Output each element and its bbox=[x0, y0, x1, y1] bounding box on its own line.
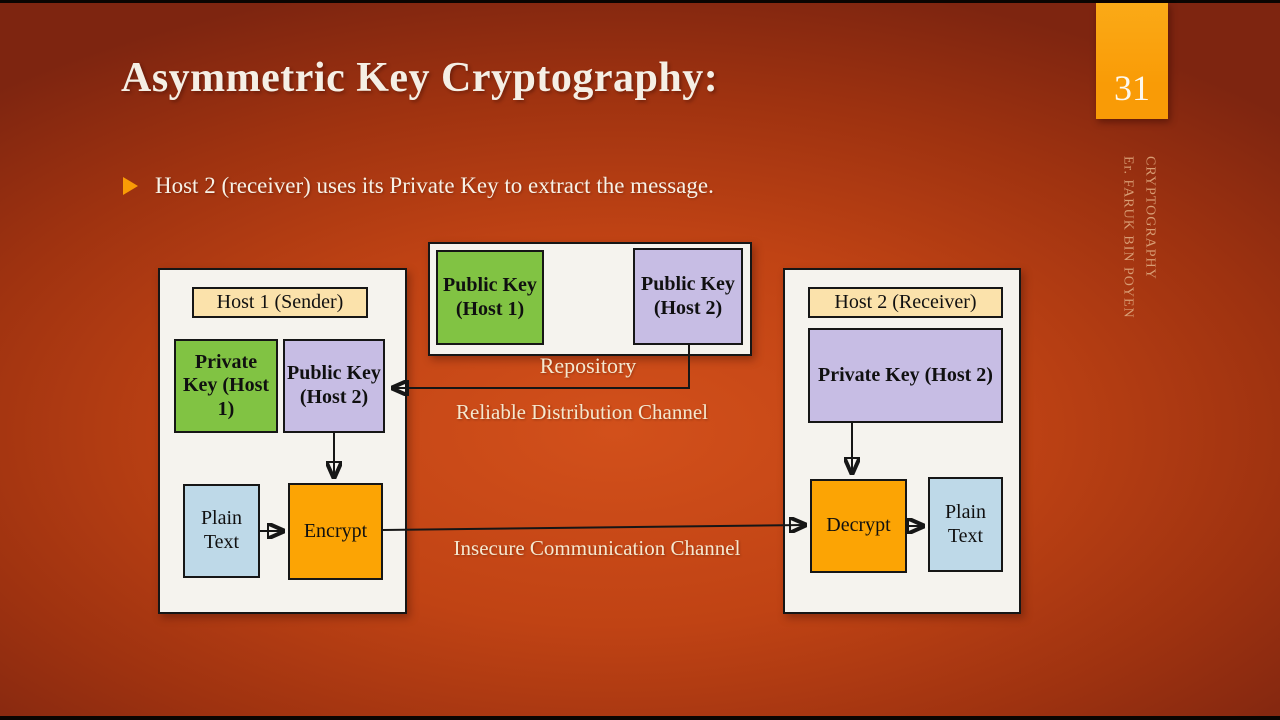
reliable-channel-label: Reliable Distribution Channel bbox=[456, 400, 708, 424]
insecure-channel-label: Insecure Communication Channel bbox=[453, 536, 741, 560]
repo-public-key-host2-box: Public Key (Host 2) bbox=[633, 248, 743, 345]
host1-encrypt-box: Encrypt bbox=[288, 483, 383, 580]
repo-public-key-host1-box: Public Key (Host 1) bbox=[436, 250, 544, 345]
host2-title-box: Host 2 (Receiver) bbox=[808, 287, 1003, 318]
page-number-box: 31 bbox=[1096, 3, 1168, 119]
page-number: 31 bbox=[1114, 68, 1150, 108]
host2-decrypt-box: Decrypt bbox=[810, 479, 907, 573]
host1-private-key-box: Private Key (Host 1) bbox=[174, 339, 278, 433]
letterbox-top bbox=[0, 0, 1280, 3]
host1-title-box: Host 1 (Sender) bbox=[192, 287, 368, 318]
sidebar-vertical-text: CRYPTOGRAPHY Er. FARUK BIN POYEN bbox=[1117, 156, 1160, 319]
bullet-text: Host 2 (receiver) uses its Private Key t… bbox=[155, 173, 714, 198]
sidebar-course-name: CRYPTOGRAPHY bbox=[1142, 156, 1158, 280]
host1-plain-text-box: Plain Text bbox=[183, 484, 260, 578]
repository-label: Repository bbox=[539, 353, 637, 378]
page-title: Asymmetric Key Cryptography: bbox=[121, 55, 719, 101]
bullet-triangle-icon bbox=[123, 177, 138, 195]
arrow-insecure-channel bbox=[382, 525, 804, 530]
host1-public-key-box: Public Key (Host 2) bbox=[283, 339, 385, 433]
sidebar-author-name: Er. FARUK BIN POYEN bbox=[1120, 156, 1136, 319]
host2-private-key-box: Private Key (Host 2) bbox=[808, 328, 1003, 423]
bullet-row: Host 2 (receiver) uses its Private Key t… bbox=[123, 173, 714, 199]
host2-plain-text-box: Plain Text bbox=[928, 477, 1003, 572]
letterbox-bottom bbox=[0, 716, 1280, 720]
